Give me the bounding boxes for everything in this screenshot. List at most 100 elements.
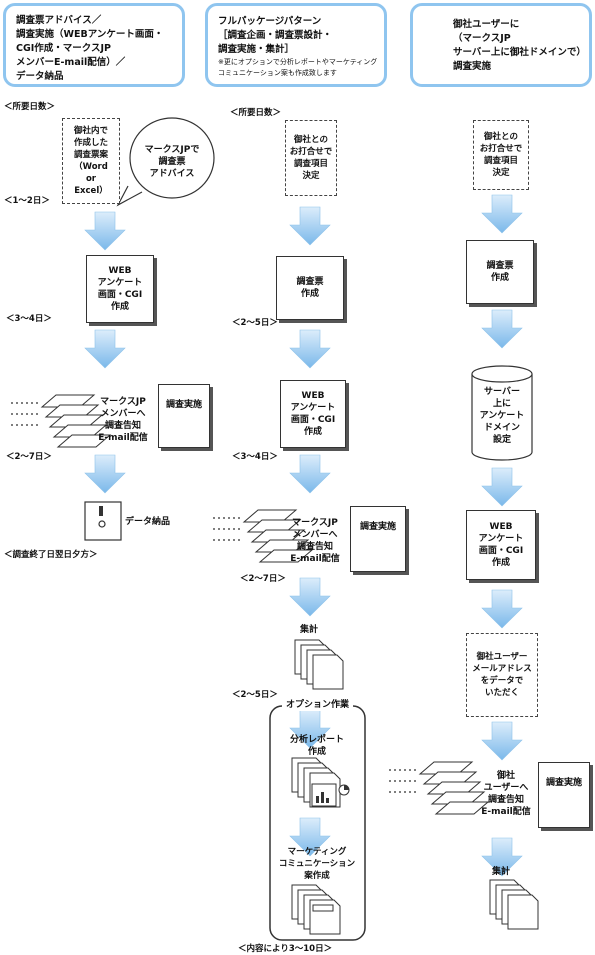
text-line: 決定 bbox=[492, 168, 510, 178]
text-line: 作成 bbox=[307, 747, 326, 757]
text-line: 調査告知 bbox=[104, 421, 141, 431]
text-line: 調査告知 bbox=[296, 542, 333, 552]
text-line: サーバー bbox=[484, 387, 520, 397]
docs-icon-right bbox=[489, 879, 539, 930]
text-line: 御社との bbox=[294, 135, 328, 145]
right-tally-label: 集計 bbox=[492, 867, 511, 877]
text-line: メンバーへ bbox=[100, 409, 146, 419]
text-line: 御社ユーザー bbox=[476, 652, 528, 662]
advice-bubble-shape bbox=[116, 117, 215, 207]
text-line: 作成 bbox=[300, 289, 319, 299]
left-web-box: WEB アンケート 画面・CGI 作成 bbox=[86, 255, 154, 323]
text-line: ドメイン bbox=[483, 423, 520, 433]
text-line: 御社 bbox=[496, 771, 515, 781]
text-line: 調査票 bbox=[158, 157, 186, 167]
right-web-box: WEB アンケート 画面・CGI 作成 bbox=[466, 510, 536, 580]
text-line: お打合せで bbox=[289, 147, 333, 157]
text-line: 調査票 bbox=[486, 261, 514, 271]
header-middle-line: 調査実施・集計］ bbox=[218, 44, 295, 55]
docs-icon-middle bbox=[294, 639, 344, 690]
text-line: 調査項目 bbox=[293, 159, 328, 169]
middle-web-box: WEB アンケート 画面・CGI 作成 bbox=[280, 380, 346, 448]
survey-label: 調査実施 bbox=[359, 522, 396, 532]
header-left-line: 調査実施（WEBアンケート画面・ bbox=[16, 29, 164, 40]
marketing-doc-icon bbox=[291, 884, 341, 935]
text-line: 案作成 bbox=[304, 871, 330, 881]
text-line: アンケート bbox=[290, 403, 336, 413]
header-right-line: 御社ユーザーに bbox=[453, 19, 520, 30]
left-duration-3: ＜2～7日＞ bbox=[6, 452, 52, 462]
middle-tally-label: 集計 bbox=[300, 625, 319, 635]
data-delivery-label: データ納品 bbox=[125, 517, 171, 527]
middle-days-label: ＜所要日数＞ bbox=[230, 108, 282, 118]
header-left-line: メンバーE-mail配信）／ bbox=[16, 57, 126, 68]
text-line: WEB bbox=[489, 522, 513, 532]
survey-label: 調査実施 bbox=[165, 400, 202, 410]
arrow-left-2 bbox=[84, 329, 126, 369]
arrow-right-1 bbox=[481, 194, 523, 234]
header-left-line: 調査票アドバイス／ bbox=[16, 15, 102, 26]
middle-survey-box: 調査実施 bbox=[350, 506, 406, 572]
text-line: 調査告知 bbox=[487, 795, 524, 805]
text-line: E-mail配信 bbox=[290, 554, 340, 564]
text-line: コミュニケーション bbox=[278, 859, 356, 869]
text-line: マークスJP bbox=[292, 518, 338, 528]
header-left: 調査票アドバイス／ 調査実施（WEBアンケート画面・ CGI作成・マークスJP … bbox=[3, 3, 185, 87]
left-duration-2: ＜3～4日＞ bbox=[6, 314, 52, 324]
header-left-line: CGI作成・マークスJP bbox=[16, 43, 112, 54]
right-form-box: 調査票 作成 bbox=[466, 240, 534, 304]
header-right-line: サーバー上に御社ドメインで） bbox=[453, 47, 586, 58]
middle-duration-3: ＜2～7日＞ bbox=[240, 574, 286, 584]
option-title: オプション作業 bbox=[282, 699, 354, 711]
text-line: 作成 bbox=[303, 427, 322, 437]
arrow-mid-3 bbox=[289, 454, 331, 494]
text-line: （Word bbox=[74, 162, 108, 172]
text-line: 分析レポート bbox=[289, 735, 344, 745]
middle-duration-1: ＜2～5日＞ bbox=[232, 318, 278, 328]
left-survey-box: 調査実施 bbox=[158, 384, 210, 448]
text-line: 設定 bbox=[492, 435, 511, 445]
text-line: 画面・CGI bbox=[478, 546, 524, 556]
advice-bubble-text: マークスJPで 調査票 アドバイス bbox=[135, 144, 209, 180]
text-line: 調査票案 bbox=[73, 150, 108, 160]
text-line: Excel） bbox=[74, 186, 108, 196]
text-line: 御社内で bbox=[73, 126, 108, 136]
arrow-right-3 bbox=[481, 467, 523, 507]
text-line: メンバーへ bbox=[292, 530, 338, 540]
header-right: 御社ユーザーに （マークスJP サーバー上に御社ドメインで） 調査実施 bbox=[410, 3, 592, 87]
left-duration-1: ＜1～2日＞ bbox=[4, 196, 50, 206]
right-survey-box: 調査実施 bbox=[538, 762, 590, 828]
marketing-label: マーケティング コミュニケーション 案作成 bbox=[272, 846, 362, 882]
text-line: アンケート bbox=[478, 534, 524, 544]
text-line: マークスJPで bbox=[144, 145, 200, 155]
arrow-right-5 bbox=[481, 721, 523, 761]
arrow-mid-4 bbox=[289, 577, 331, 617]
header-middle-line: ［調査企画・調査票設計・ bbox=[218, 30, 333, 41]
text-line: 決定 bbox=[302, 171, 320, 181]
header-middle-note: ※更にオプションで分析レポートやマーケティング bbox=[218, 58, 378, 66]
text-line: マークスJP bbox=[100, 397, 146, 407]
header-middle-line: フルパッケージパターン bbox=[218, 16, 322, 27]
mail-icon-right bbox=[388, 761, 489, 815]
text-line: 作成 bbox=[490, 273, 509, 283]
arrow-left-1 bbox=[84, 211, 126, 251]
text-line: E-mail配信 bbox=[98, 433, 148, 443]
middle-form-box: 調査票 作成 bbox=[276, 256, 344, 320]
arrow-left-3 bbox=[84, 454, 126, 494]
text-line: アドバイス bbox=[149, 169, 195, 179]
text-line: アンケート bbox=[479, 411, 525, 421]
arrow-right-2 bbox=[481, 309, 523, 349]
text-line: マーケティング bbox=[287, 847, 347, 857]
text-line: メールアドレス bbox=[472, 664, 532, 674]
text-line: アンケート bbox=[97, 278, 143, 288]
survey-label: 調査実施 bbox=[545, 778, 582, 788]
server-label: サーバー 上に アンケート ドメイン 設定 bbox=[472, 386, 532, 446]
arrow-mid-2 bbox=[289, 329, 331, 369]
middle-mail-text: マークスJP メンバーへ 調査告知 E-mail配信 bbox=[281, 517, 349, 565]
middle-meeting-box: 御社との お打合せで 調査項目 決定 bbox=[285, 120, 337, 196]
middle-duration-4: ＜2～5日＞ bbox=[232, 690, 278, 700]
right-mail-text: 御社 ユーザーへ 調査告知 E-mail配信 bbox=[476, 770, 536, 818]
header-left-line: データ納品 bbox=[16, 71, 64, 82]
right-meeting-box: 御社との お打合せで 調査項目 決定 bbox=[473, 120, 529, 190]
left-days-label: ＜所要日数＞ bbox=[4, 102, 56, 112]
